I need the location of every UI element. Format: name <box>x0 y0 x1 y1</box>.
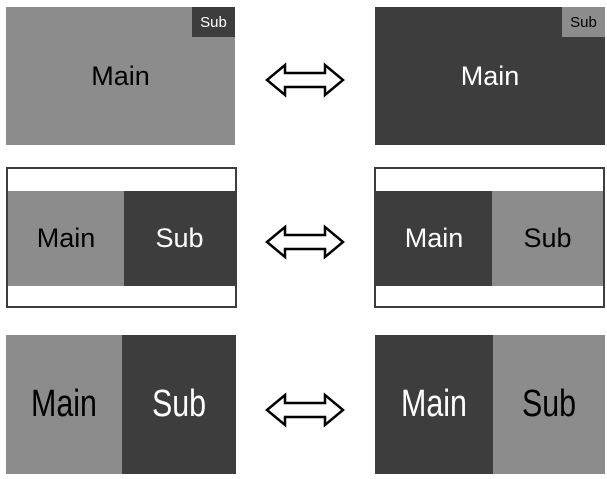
row2-left-sub-pane: Sub <box>124 191 235 286</box>
row1-left-sub-badge: Sub <box>192 7 235 37</box>
row1-double-headed-arrow-icon <box>265 62 345 98</box>
main-label: Main <box>401 383 467 425</box>
main-label: Main <box>31 383 97 425</box>
sub-label: Sub <box>523 223 572 253</box>
row3-double-headed-arrow-icon <box>265 392 345 428</box>
row2-right-main-pane: Main <box>376 191 492 286</box>
main-label: Main <box>404 223 464 253</box>
sub-label: Sub <box>521 383 577 425</box>
main-label: Main <box>36 223 96 253</box>
row2-left-main-pane: Main <box>8 191 124 286</box>
row3-right-main-pane: Main <box>375 335 493 474</box>
row1-right-main-panel: Main Sub <box>375 7 605 145</box>
sub-label: Sub <box>155 223 204 253</box>
main-label: Main <box>91 60 150 91</box>
main-label: Main <box>460 60 520 91</box>
sub-label: Sub <box>151 383 207 425</box>
row2-double-headed-arrow-icon <box>265 224 345 260</box>
row2-right-frame: Main Sub <box>374 167 605 308</box>
row3-right-sub-pane: Sub <box>493 335 605 474</box>
row1-left-main-panel: Main Sub <box>6 7 235 145</box>
row3-left-main-pane: Main <box>6 335 122 474</box>
row2-left-frame: Main Sub <box>6 167 237 308</box>
row1-right-sub-badge: Sub <box>562 7 605 37</box>
row3-left-sub-pane: Sub <box>122 335 236 474</box>
row2-right-sub-pane: Sub <box>492 191 603 286</box>
